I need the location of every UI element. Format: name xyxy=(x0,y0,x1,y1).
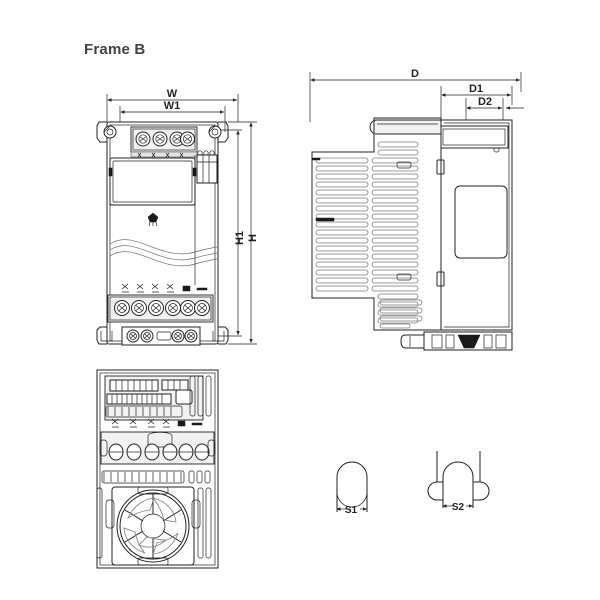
front-ground-terminal-strip xyxy=(121,326,201,346)
terminal-screw xyxy=(194,300,210,316)
terminal-screw xyxy=(171,329,185,343)
side-view xyxy=(309,72,524,351)
dimension-h xyxy=(228,121,257,345)
bottom-view xyxy=(96,369,219,569)
terminal-screw xyxy=(114,300,130,316)
bottom-power-terminals xyxy=(99,431,216,465)
bottom-right-fin-strip xyxy=(197,487,212,559)
heatsink-fins-lower xyxy=(379,299,423,329)
mounting-hole-s2 xyxy=(427,451,490,508)
dimension-label-w: W xyxy=(167,88,178,100)
page-title: Frame B xyxy=(84,41,146,58)
terminal-screw xyxy=(148,300,164,316)
terminal-screw xyxy=(184,329,198,343)
front-top-terminal-block xyxy=(130,126,198,158)
bottom-terminal-symbols xyxy=(111,418,203,428)
rj45-port xyxy=(175,389,193,405)
heatsink-fins xyxy=(315,141,419,324)
mounting-hole-detail xyxy=(336,451,490,512)
side-label-plate xyxy=(454,185,508,259)
terminal-screw xyxy=(194,443,210,461)
bottom-cooling-fan xyxy=(105,486,201,566)
terminal-screw xyxy=(152,131,168,147)
hole-label-s2: S2 xyxy=(452,502,465,513)
terminal-screw xyxy=(131,300,147,316)
front-bottom-terminal-block xyxy=(107,294,214,323)
terminal-screw xyxy=(180,300,196,316)
terminal-screw xyxy=(135,131,151,147)
mounting-hole-s1 xyxy=(336,461,368,512)
front-view xyxy=(96,94,257,346)
terminal-screw xyxy=(165,300,181,316)
terminal-screw xyxy=(126,443,142,461)
dimension-label-h: H xyxy=(247,234,259,242)
terminal-screw xyxy=(108,443,124,461)
side-connector-block xyxy=(440,125,509,149)
dimension-d xyxy=(309,72,522,122)
terminal-screw xyxy=(126,329,140,343)
terminal-screw xyxy=(162,443,178,461)
front-terminal-symbols xyxy=(121,283,208,293)
terminal-screw xyxy=(178,443,194,461)
bottom-vent-holes xyxy=(101,470,211,484)
dimension-w xyxy=(106,94,239,122)
bottom-right-vents xyxy=(189,375,212,417)
dimension-label-h1: H1 xyxy=(234,231,246,245)
side-bottom-connector xyxy=(400,331,513,351)
front-logo-mark xyxy=(147,212,159,227)
terminal-screw xyxy=(144,443,160,461)
terminal-screw xyxy=(140,329,154,343)
front-keypad-panel xyxy=(108,157,197,206)
dimension-label-d2: D2 xyxy=(478,96,492,108)
hole-label-s1: S1 xyxy=(345,505,358,516)
bottom-control-terminals xyxy=(104,375,204,421)
front-cover-contour xyxy=(109,239,218,267)
dimension-label-d: D xyxy=(411,68,419,80)
dimension-label-w1: W1 xyxy=(164,100,181,112)
terminal-screw xyxy=(180,131,195,147)
dimension-label-d1: D1 xyxy=(469,83,483,95)
front-right-vent xyxy=(196,150,218,184)
